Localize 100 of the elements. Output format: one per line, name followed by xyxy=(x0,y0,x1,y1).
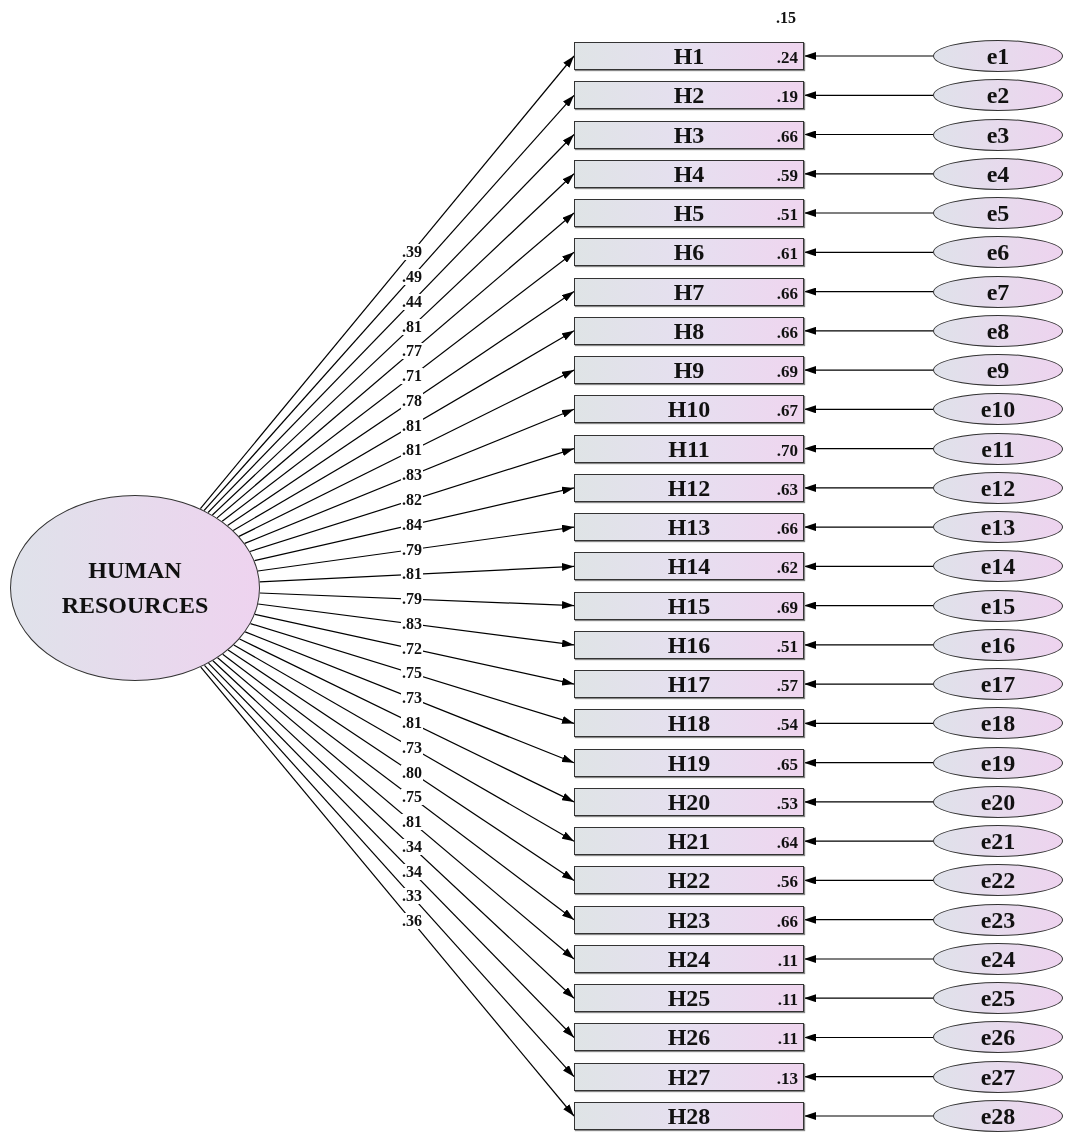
arrow xyxy=(803,719,934,728)
error-term-name: e27 xyxy=(980,1064,1016,1089)
r-squared-value: .67 xyxy=(776,402,798,420)
arrow xyxy=(803,876,934,885)
observed-variable-box xyxy=(574,1023,804,1052)
observed-variable-box xyxy=(574,356,804,385)
arrow xyxy=(249,623,575,724)
arrow xyxy=(227,649,575,881)
arrow xyxy=(803,483,934,492)
arrow xyxy=(803,248,934,257)
edge-label: .44 xyxy=(401,293,423,310)
arrow xyxy=(803,366,934,375)
variable-name: H22 xyxy=(667,868,711,893)
arrow xyxy=(803,52,934,60)
edge-label: .84 xyxy=(401,516,423,533)
edge-label: .73 xyxy=(401,690,423,707)
observed-variable-box xyxy=(574,473,804,502)
r-squared-value: .57 xyxy=(776,677,798,695)
error-term-name: e24 xyxy=(980,946,1016,971)
arrow xyxy=(803,523,934,532)
edge-label: .75 xyxy=(401,789,423,806)
error-term-name: e16 xyxy=(980,632,1016,657)
error-term-name: e4 xyxy=(986,161,1010,186)
arrow xyxy=(803,405,934,414)
error-term-name: e17 xyxy=(980,672,1016,697)
arrow xyxy=(803,837,934,846)
variable-name: H3 xyxy=(673,122,705,147)
edge-label: .78 xyxy=(401,392,423,409)
variable-name: H27 xyxy=(667,1064,711,1089)
observed-variable-box xyxy=(574,199,804,228)
variable-name: H9 xyxy=(673,358,705,383)
edge-label: .73 xyxy=(401,739,423,756)
variable-name: H13 xyxy=(667,515,711,540)
error-term-name: e21 xyxy=(980,829,1016,854)
variable-name: H24 xyxy=(667,946,711,971)
edge-label: .49 xyxy=(401,269,423,286)
arrow xyxy=(803,955,934,963)
error-term-name: e6 xyxy=(986,240,1010,265)
r-squared-value: .70 xyxy=(776,441,798,459)
arrow xyxy=(803,915,934,924)
r-squared-value: .62 xyxy=(776,559,798,577)
observed-variable-box xyxy=(574,984,804,1013)
edge-label: .81 xyxy=(401,442,423,459)
error-term-name: e5 xyxy=(986,201,1010,226)
arrow xyxy=(803,994,934,1003)
edge-label: .81 xyxy=(401,417,423,434)
observed-variable-box xyxy=(574,277,804,306)
observed-variable-box xyxy=(574,159,804,188)
variable-name: H12 xyxy=(667,475,711,500)
edge-label: .72 xyxy=(401,640,423,657)
observed-variable-box xyxy=(574,905,804,934)
variable-name: H16 xyxy=(667,632,711,657)
edge-label: .81 xyxy=(401,714,423,731)
r-squared-value: .63 xyxy=(776,480,798,498)
arrow xyxy=(232,330,575,532)
variable-name: H23 xyxy=(667,907,711,932)
variable-name: H25 xyxy=(667,986,711,1011)
observed-variable-box xyxy=(574,552,804,581)
r-squared-value: .24 xyxy=(776,49,798,66)
arrow xyxy=(803,680,934,689)
r-squared-value: .53 xyxy=(776,794,798,812)
arrow xyxy=(803,444,934,453)
edge-label: .71 xyxy=(401,368,423,385)
arrow xyxy=(803,1112,934,1120)
variable-name: H28 xyxy=(667,1104,711,1128)
edge-label: .83 xyxy=(401,467,423,484)
observed-variable-box xyxy=(574,238,804,267)
observed-variable-box xyxy=(574,120,804,149)
observed-variable-box xyxy=(574,316,804,345)
error-term-name: e2 xyxy=(986,83,1010,108)
arrow xyxy=(803,562,934,571)
r-squared-value: .61 xyxy=(776,245,798,263)
r-squared-value: .54 xyxy=(776,716,798,734)
arrow xyxy=(803,640,934,649)
edge-label: .39 xyxy=(401,244,423,261)
error-term-name: e18 xyxy=(980,711,1016,736)
variable-name: H7 xyxy=(673,279,705,304)
r-squared-value: .51 xyxy=(776,637,798,655)
r-squared-value: .11 xyxy=(777,951,798,969)
edge-label: .79 xyxy=(401,541,423,558)
observed-variable-box xyxy=(574,1062,804,1091)
observed-variable-box xyxy=(574,591,804,620)
error-term-name: e19 xyxy=(980,750,1016,775)
variable-name: H2 xyxy=(673,83,705,108)
arrow xyxy=(803,169,934,178)
edge-label: .34 xyxy=(401,838,423,855)
observed-variable-box xyxy=(574,42,804,70)
observed-variable-box xyxy=(574,748,804,777)
arrow xyxy=(239,638,575,803)
arrow xyxy=(257,603,575,648)
variable-name: H11 xyxy=(668,436,710,461)
arrow xyxy=(238,369,575,537)
variable-name: H17 xyxy=(667,672,711,697)
arrow xyxy=(244,408,575,544)
arrow xyxy=(803,797,934,806)
error-term-name: e20 xyxy=(980,789,1016,814)
arrow xyxy=(257,524,575,572)
error-term-name: e8 xyxy=(986,318,1010,343)
r-squared-value: .69 xyxy=(776,363,798,381)
arrow xyxy=(227,291,575,527)
